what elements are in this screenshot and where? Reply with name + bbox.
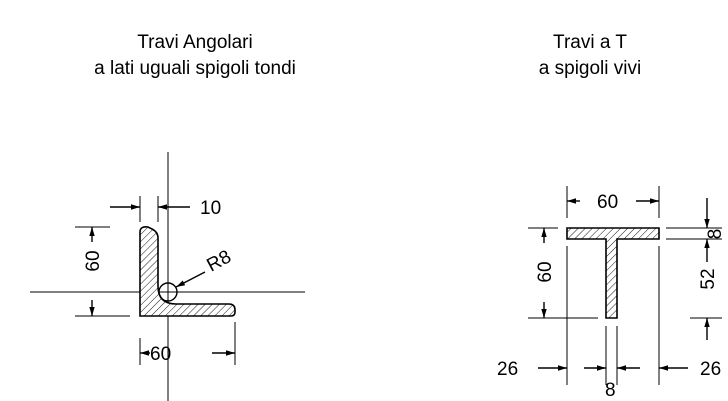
angle-beam-title: Travi Angolari a lati uguali spigoli ton… <box>40 30 350 82</box>
tee-web-height-label: 52 <box>698 268 719 289</box>
tee-flange-label: 8 <box>705 229 726 240</box>
tee-title-line2: a spigoli vivi <box>538 58 642 79</box>
angle-title-line1: Travi Angolari <box>137 32 253 53</box>
angle-thickness-label: 10 <box>200 198 221 219</box>
angle-height-label: 60 <box>83 250 104 271</box>
tee-profile <box>566 227 660 319</box>
tee-beam-drawing: 60 60 52 8 26 8 26 <box>497 186 726 401</box>
tee-height-label: 60 <box>535 261 556 282</box>
angle-title-line2: a lati uguali spigoli tondi <box>94 58 296 79</box>
tee-width-label: 60 <box>597 192 618 213</box>
angle-radius-leader <box>175 271 206 288</box>
tee-left-offset-label: 26 <box>497 359 518 380</box>
angle-width-label: 60 <box>150 344 171 365</box>
tee-right-offset-label: 26 <box>700 359 721 380</box>
tee-web-label: 8 <box>605 380 616 401</box>
angle-fillet-circle <box>158 282 178 302</box>
tee-beam-title: Travi a T a spigoli vivi <box>490 30 690 82</box>
angle-radius-label: R8 <box>203 246 234 276</box>
angle-beam-drawing: 10 R8 60 60 <box>30 152 305 401</box>
angle-profile <box>139 226 236 317</box>
tee-title-line1: Travi a T <box>553 32 627 53</box>
